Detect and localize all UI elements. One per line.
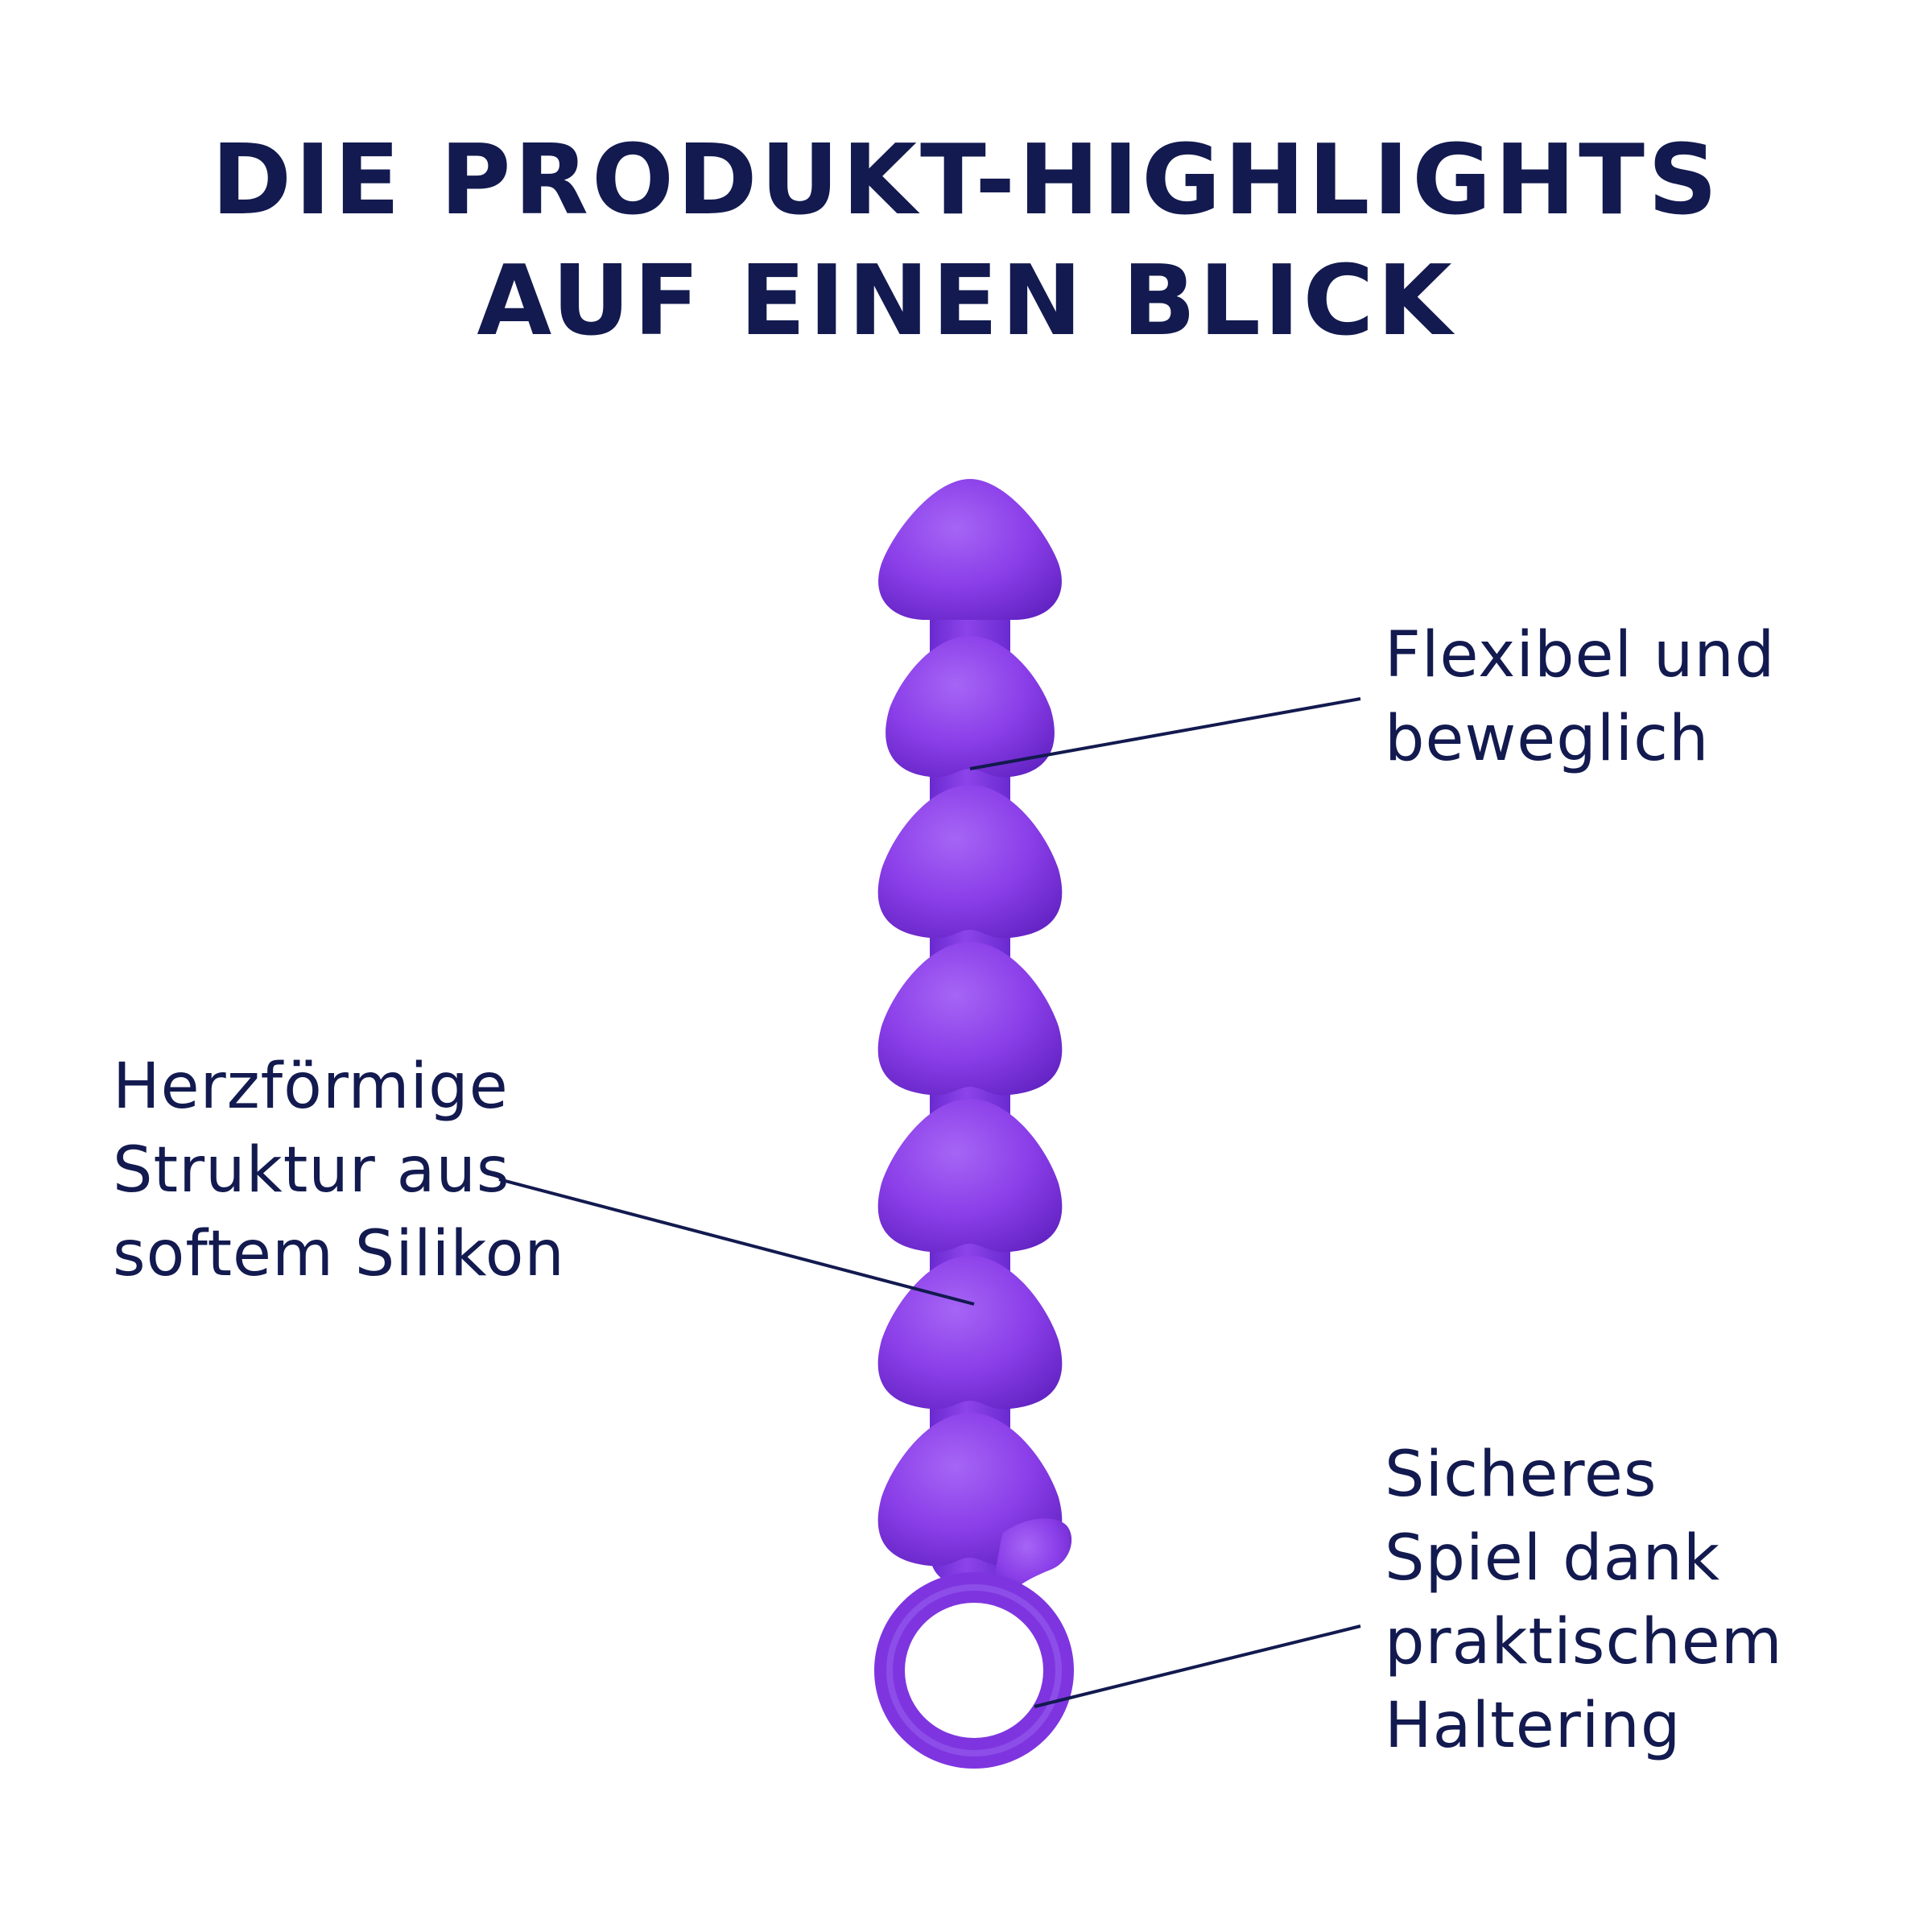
leader-line-heart — [498, 1178, 975, 1306]
page-headline: DIE PRODUKT-HIGHLIGHTS AUF EINEN BLICK — [0, 121, 1932, 362]
bead-4 — [877, 942, 1063, 1096]
headline-line-2: AUF EINEN BLICK — [477, 246, 1455, 357]
leader-line-ring — [1034, 1624, 1361, 1708]
callout-ring-line-2: Spiel dank — [1385, 1522, 1721, 1595]
headline-line-1: DIE PRODUKT-HIGHLIGHTS — [211, 125, 1721, 237]
callout-heart-structure: Herzförmige Struktur aus softem Silikon — [113, 1045, 565, 1296]
bead-3 — [877, 785, 1063, 939]
callout-ring-line-4: Haltering — [1385, 1690, 1682, 1762]
retrieval-ring — [874, 1572, 1074, 1769]
callout-heart-line-1: Herzförmige — [113, 1051, 509, 1123]
bead-2 — [886, 636, 1055, 778]
bead-tip — [878, 479, 1062, 620]
anal-beads-product — [874, 479, 1074, 1769]
stopper-nub — [994, 1518, 1072, 1598]
callout-flexible-line-1: Flexibel und — [1385, 619, 1776, 691]
callout-retrieval-ring: Sicheres Spiel dank praktischem Halterin… — [1385, 1433, 1783, 1768]
callout-ring-line-3: praktischem — [1385, 1606, 1783, 1678]
leader-line-flexible — [969, 697, 1361, 770]
callout-flexible: Flexibel und beweglich — [1385, 613, 1775, 781]
callout-flexible-line-2: beweglich — [1385, 703, 1710, 775]
callout-heart-line-3: softem Silikon — [113, 1218, 565, 1290]
bead-6 — [877, 1256, 1063, 1410]
bead-5 — [877, 1099, 1063, 1253]
callout-heart-line-2: Struktur aus — [113, 1134, 510, 1207]
callout-ring-line-1: Sicheres — [1385, 1439, 1657, 1511]
